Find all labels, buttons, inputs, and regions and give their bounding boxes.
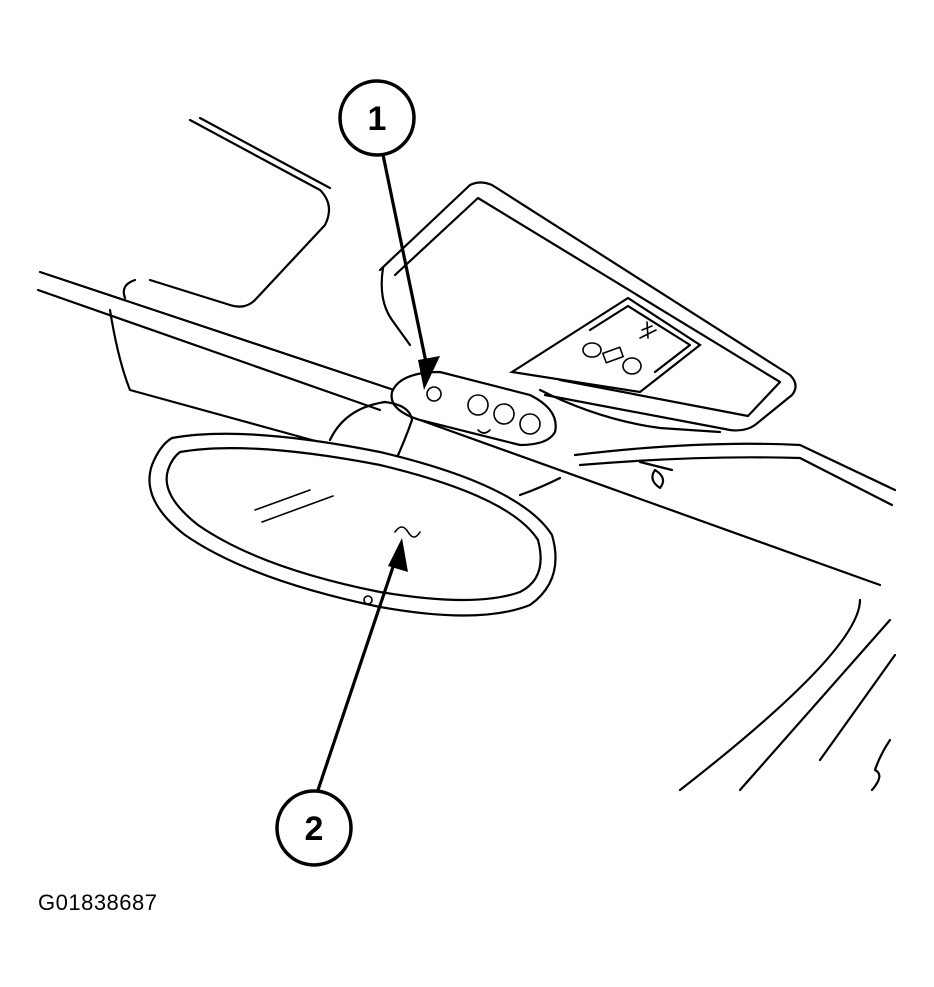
callout-1-label: 1 <box>368 100 387 138</box>
callout-2: 2 <box>275 789 353 867</box>
figure-id: G01838687 <box>38 890 158 915</box>
callout-2-arrow <box>316 538 408 792</box>
headliner <box>36 270 897 792</box>
callout-1-arrow <box>380 148 440 390</box>
callout-1: 1 <box>338 79 416 157</box>
sun-visor <box>122 116 332 308</box>
callout-2-label: 2 <box>305 810 324 848</box>
rearview-mirror <box>148 400 562 617</box>
overhead-console <box>378 181 797 447</box>
